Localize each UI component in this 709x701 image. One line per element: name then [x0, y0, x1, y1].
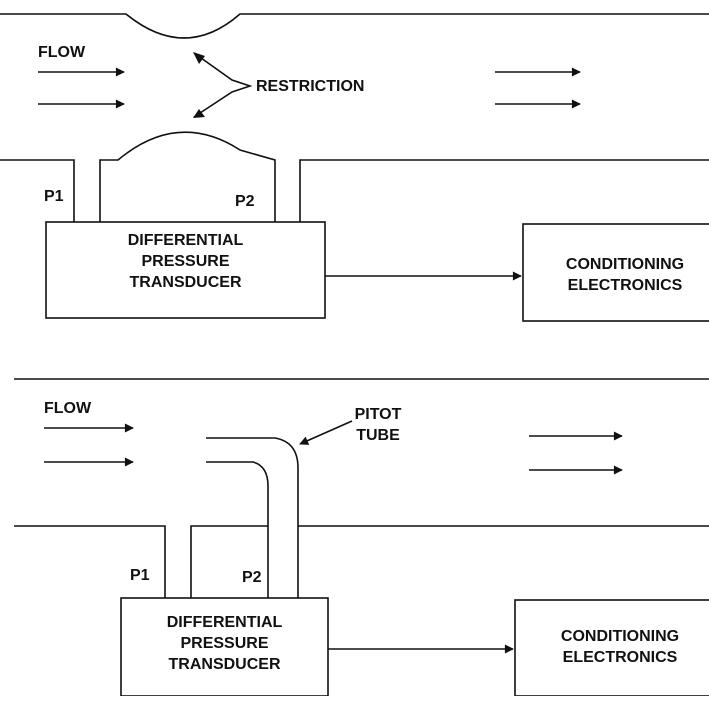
b-p2-label: P2 — [242, 569, 262, 586]
b-p1-label: P1 — [130, 567, 150, 584]
a-p2-label: P2 — [235, 193, 255, 210]
a-transducer-line-2: PRESSURE — [141, 253, 230, 270]
a-lower-pipe-wall — [0, 131, 709, 222]
diagram-b — [14, 378, 709, 697]
a-transducer-line-3: TRANSDUCER — [129, 274, 242, 291]
b-transducer-line-2: PRESSURE — [180, 635, 269, 652]
diagram-a — [0, 13, 709, 322]
a-restriction-arrowhead-down — [193, 109, 205, 118]
b-transducer-label: DIFFERENTIAL PRESSURE TRANSDUCER — [121, 612, 328, 675]
b-pitot-line-1: PITOT — [354, 406, 402, 423]
b-electronics-line-1: CONDITIONING — [560, 628, 680, 645]
b-pitot-label: PITOT TUBE — [330, 404, 426, 446]
a-upper-pipe-wall — [0, 13, 709, 39]
a-electronics-box — [522, 223, 709, 322]
b-pitot-tube-outer — [206, 437, 299, 598]
b-pitot-pointer — [299, 420, 353, 445]
a-transducer-label: DIFFERENTIAL PRESSURE TRANSDUCER — [46, 230, 325, 293]
b-flow-label: FLOW — [44, 400, 92, 417]
b-pitot-line-2: TUBE — [356, 427, 400, 444]
b-transducer-line-3: TRANSDUCER — [168, 656, 281, 673]
a-flow-label: FLOW — [38, 44, 86, 61]
a-transducer-line-1: DIFFERENTIAL — [127, 232, 244, 249]
a-p1-label: P1 — [44, 188, 64, 205]
a-transducer-box — [45, 221, 326, 319]
a-restriction-pointer — [193, 52, 253, 118]
a-electronics-line-2: ELECTRONICS — [567, 277, 683, 294]
a-electronics-line-1: CONDITIONING — [565, 256, 685, 273]
b-electronics-label: CONDITIONING ELECTRONICS — [535, 626, 705, 668]
b-electronics-line-2: ELECTRONICS — [562, 649, 678, 666]
a-electronics-label: CONDITIONING ELECTRONICS — [545, 254, 705, 296]
a-restriction-arrowhead-up — [193, 52, 205, 64]
b-transducer-line-1: DIFFERENTIAL — [166, 614, 283, 631]
b-lower-pipe-wall — [14, 525, 709, 598]
a-restriction-label: RESTRICTION — [256, 78, 365, 95]
b-pitot-tube-inner — [206, 461, 269, 598]
